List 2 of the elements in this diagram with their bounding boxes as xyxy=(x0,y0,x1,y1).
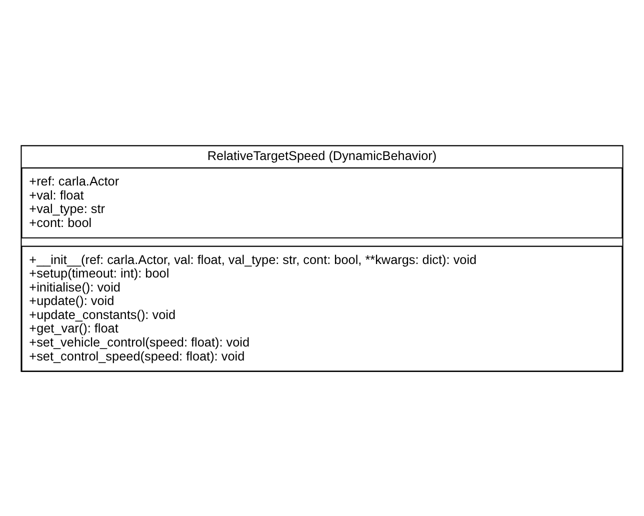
node-box: +__init__(ref: carla.Actor, val: float, val_type: str, cont: bool, **kwargs: dict): void +setup(timeout: int): bool +initialise(): void +update(): void +update_constants(): void +get_var(): float +set_vehicle_control(speed: float): void +set_control_speed(speed: float): void xyxy=(21,245,623,372)
node-box: +ref: carla.Actor +val: float +val_type: str +cont: bool xyxy=(21,166,623,238)
